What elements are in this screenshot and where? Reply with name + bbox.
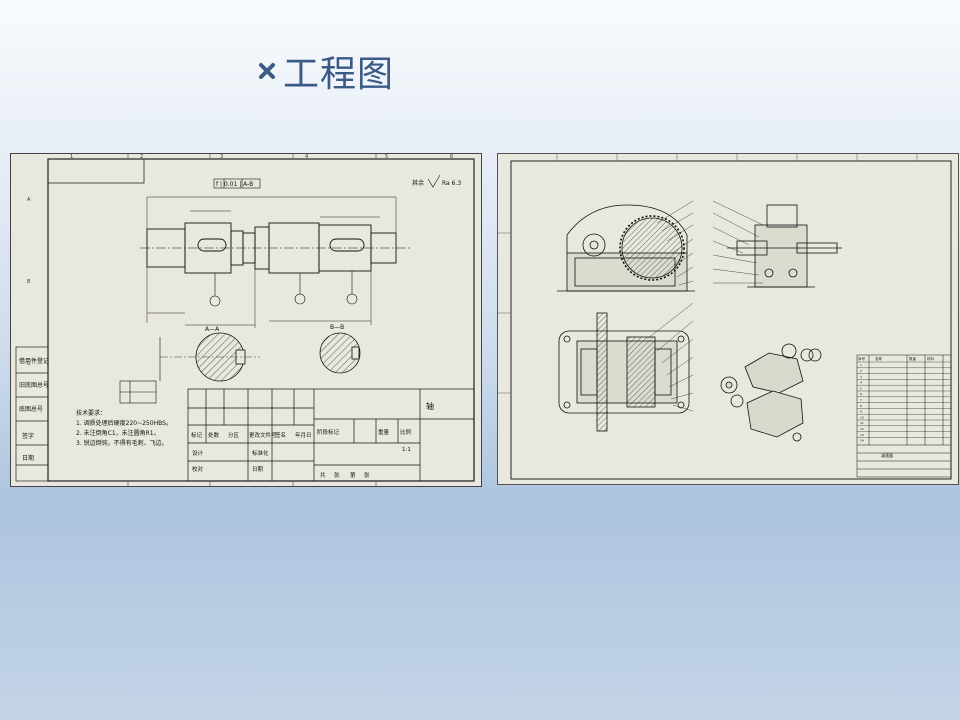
- bom-row-number: 11: [860, 421, 864, 425]
- bom-table: [856, 354, 952, 478]
- assembly-name: 减速器: [881, 452, 893, 458]
- tb-part-name: 轴: [426, 401, 434, 411]
- bom-row-number: 3: [860, 375, 862, 379]
- bom-row-number: 10: [860, 415, 864, 419]
- strip-label: 旧底图总号: [19, 381, 49, 389]
- tb-field: 阶段标记: [317, 428, 340, 436]
- frame-col-label: 4: [305, 154, 308, 160]
- tb-header: 更改文件号: [249, 431, 277, 439]
- tb-bottom: 张: [334, 471, 340, 479]
- bom-header: 数量: [909, 356, 917, 361]
- strip-label: 日期: [22, 454, 34, 462]
- strip-label: 签字: [22, 432, 34, 440]
- tb-bottom: 第: [350, 471, 356, 479]
- exploded-isometric-view: [720, 343, 822, 442]
- slide-title-text: 工程图: [283, 54, 395, 95]
- tech-req-line: 2. 未注倒角C1，未注圆角R1。: [76, 429, 160, 437]
- bom-row-number: 1: [860, 363, 862, 367]
- roughness-note: 其余: [412, 179, 424, 187]
- tb-header: 年月日: [295, 431, 312, 439]
- strip-label: 底图总号: [19, 405, 43, 413]
- tb-mid: 标准化: [252, 449, 269, 457]
- frame-col-label: 5: [385, 154, 388, 160]
- frame-row-label: C: [27, 361, 31, 367]
- frame-col-label: 3: [220, 154, 223, 160]
- tb-header: 分区: [228, 431, 240, 439]
- bom-row-number: 2: [860, 369, 862, 373]
- title-block: [187, 388, 475, 482]
- tb-header: 签名: [275, 431, 286, 439]
- tb-field: 重量: [378, 428, 390, 436]
- section-label: B—B: [330, 324, 344, 331]
- tb-mid: 日期: [252, 466, 264, 473]
- bom-header: 序号: [858, 356, 866, 361]
- frame-col-label: 1: [70, 154, 73, 160]
- gearbox-top-section: [558, 312, 690, 432]
- tb-bottom: 张: [364, 471, 370, 479]
- bom-row-number: 12: [860, 427, 864, 431]
- tb-role: 设计: [192, 449, 204, 457]
- frame-row-label: B: [27, 279, 31, 285]
- x-mark-bullet-icon: [259, 63, 275, 79]
- part-drawing: 1 2 3 4 5 6 A B C 借用件登记 旧底图总号 底图总号 签字 日期: [10, 153, 482, 487]
- bom-row-number: 6: [860, 392, 862, 396]
- shaft-main-view: [140, 222, 410, 274]
- bom-row-number: 9: [860, 410, 862, 414]
- frame-col-label: 2: [140, 154, 143, 160]
- bom-row-number: 8: [860, 404, 862, 408]
- bom-row-number: 4: [860, 381, 862, 385]
- tb-scale: 1:1: [402, 447, 411, 453]
- tb-header: 处数: [208, 431, 220, 439]
- tech-req-title: 技术要求：: [76, 409, 106, 417]
- slide-title: 工程图: [257, 46, 394, 96]
- gear-section: [619, 215, 685, 281]
- strip-label: 借用件登记: [19, 357, 49, 365]
- frame-col-label: 6: [450, 154, 453, 160]
- bom-row-number: 13: [860, 433, 864, 437]
- tb-header: 标记: [191, 431, 203, 439]
- bom-row-number: 5: [860, 386, 862, 390]
- tb-role: 校对: [192, 465, 204, 473]
- tb-bottom: 共: [320, 471, 326, 479]
- bom-row-number: 14: [860, 439, 864, 443]
- section-label: A—A: [205, 326, 220, 333]
- frame-row-label: A: [27, 197, 31, 203]
- section-views: [160, 332, 361, 382]
- gearbox-side-view: [727, 204, 842, 288]
- tech-req-line: 1. 调质处理后硬度220~250HBS。: [76, 419, 172, 427]
- tb-field: 比例: [400, 428, 412, 436]
- tolerance-frame: f | 0.01 | A-B: [216, 181, 253, 188]
- roughness-value: Ra 6.3: [442, 180, 461, 187]
- tech-req-line: 3. 锐边倒钝，不得有毛刺、飞边。: [76, 439, 168, 447]
- bom-header: 名称: [875, 356, 883, 361]
- bom-header: 材料: [927, 356, 935, 361]
- bom-row-number: 7: [860, 398, 862, 402]
